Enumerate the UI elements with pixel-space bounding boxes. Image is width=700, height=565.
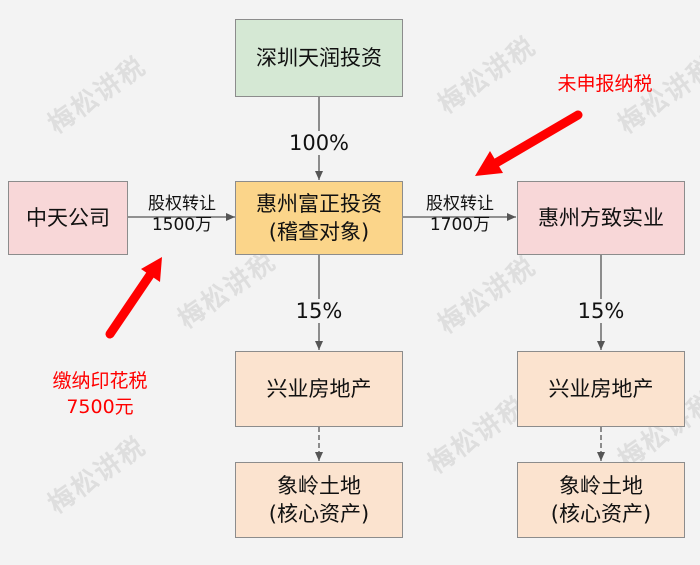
- node-label: 象岭土地: [559, 474, 643, 498]
- edge-label-line: 股权转让: [426, 194, 494, 214]
- annotation-line: 7500元: [66, 396, 134, 418]
- red-arrow-stamp-tax: [105, 270, 155, 339]
- node-xingye-right: 兴业房地产: [517, 351, 685, 427]
- edge-label-100pct: 100%: [279, 131, 359, 155]
- node-label: 惠州方致实业: [538, 206, 664, 230]
- node-sublabel: (核心资产): [268, 502, 370, 526]
- edge-label-transfer-1700: 股权转让 1700万: [406, 194, 514, 236]
- edge-label-line: 股权转让: [148, 194, 216, 214]
- node-sublabel: (稽查对象): [268, 220, 370, 244]
- node-label: 象岭土地: [277, 474, 361, 498]
- node-label: 兴业房地产: [548, 377, 654, 401]
- red-arrowhead-stamp-tax: [141, 257, 162, 282]
- node-sublabel: (核心资产): [550, 502, 652, 526]
- edge-label-transfer-1500: 股权转让 1500万: [130, 194, 234, 236]
- node-label: 惠州富正投资: [256, 192, 382, 216]
- annotation-unreported-tax: 未申报纳税: [557, 73, 653, 95]
- edge-label-line: 1500万: [151, 215, 213, 235]
- node-xiangling-left: 象岭土地 (核心资产): [235, 462, 403, 538]
- edge-label-15pct-right: 15%: [566, 299, 636, 323]
- node-huizhou-fangzhi: 惠州方致实业: [517, 181, 685, 255]
- red-arrowhead-unreported: [475, 151, 503, 176]
- node-xingye-left: 兴业房地产: [235, 351, 403, 427]
- node-xiangling-right: 象岭土地 (核心资产): [517, 462, 685, 538]
- edge-label-15pct-left: 15%: [284, 299, 354, 323]
- red-arrow-unreported: [491, 110, 583, 168]
- node-label: 深圳天润投资: [256, 46, 382, 70]
- node-huizhou-fuzheng: 惠州富正投资 (稽查对象): [235, 181, 403, 255]
- edge-label-line: 1700万: [429, 215, 491, 235]
- node-zhongtian: 中天公司: [8, 181, 128, 255]
- annotation-line: 缴纳印花税: [52, 370, 148, 392]
- node-label: 中天公司: [26, 206, 110, 230]
- annotation-stamp-tax: 缴纳印花税 7500元: [40, 368, 160, 420]
- node-label: 兴业房地产: [266, 377, 372, 401]
- node-shenzhen-tianrun: 深圳天润投资: [235, 19, 403, 97]
